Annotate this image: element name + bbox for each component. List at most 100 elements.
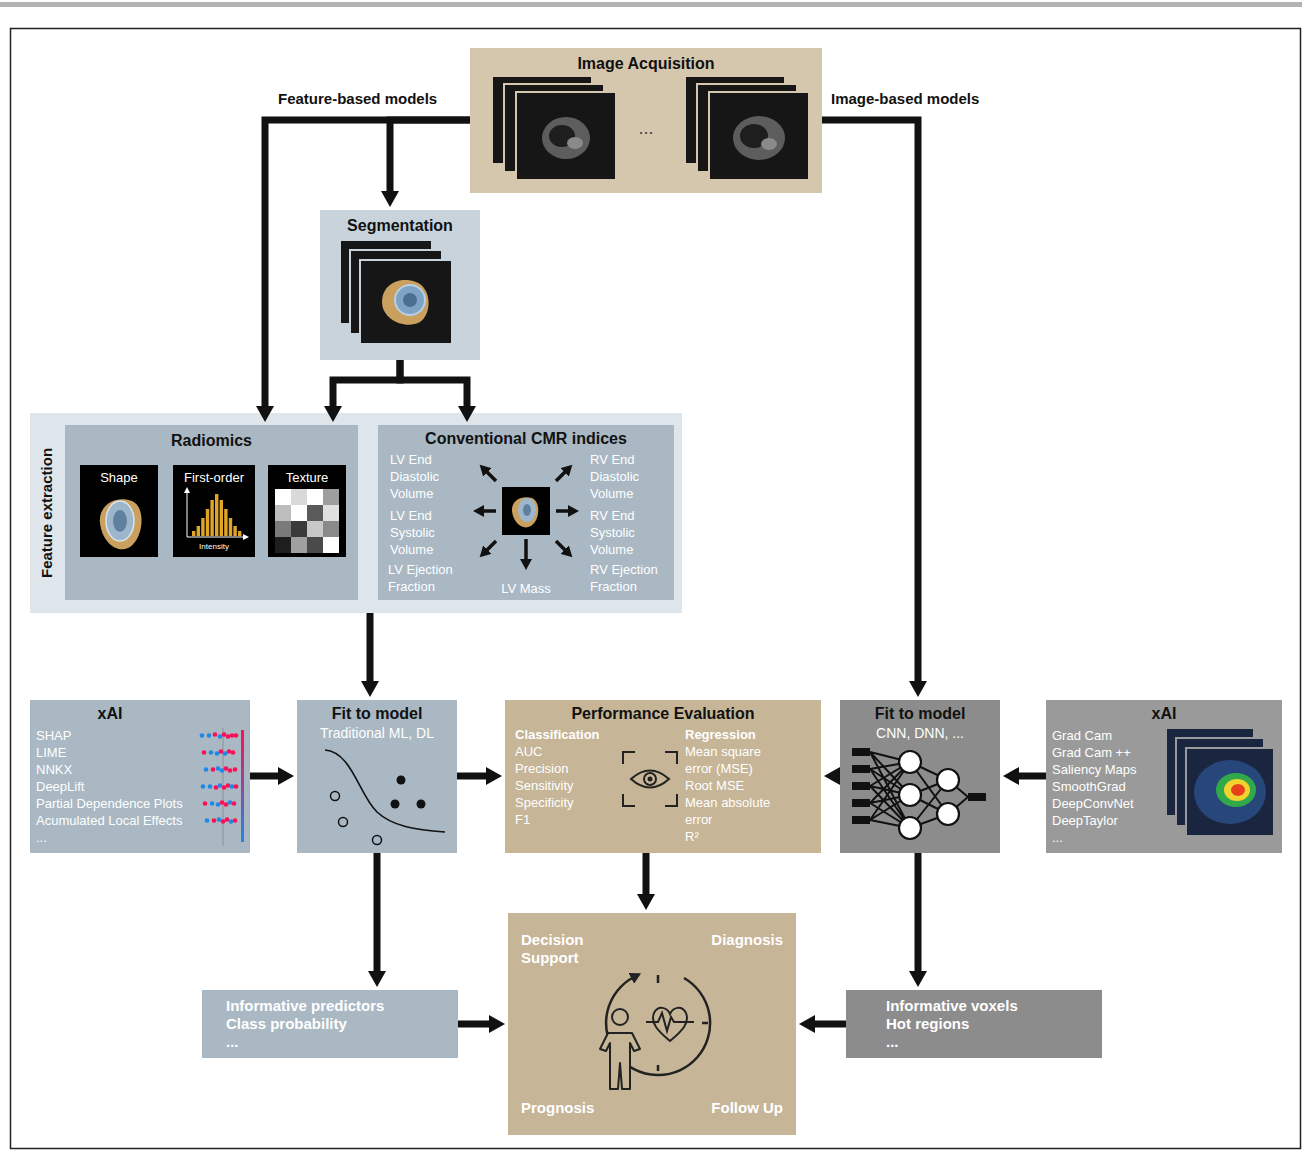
care-cycle-icon [600,1033,640,1089]
shap-beeswarm [216,766,221,771]
text-group: LV Ejection Fraction [388,561,472,595]
node-text: xAI [1046,704,1282,723]
node-text: Shape [80,469,158,486]
text-group: LV End Diastolic Volume [390,451,470,502]
histogram-icon [233,526,236,536]
histogram-icon [197,526,200,536]
shap-beeswarm [202,749,236,756]
node-text: Fit to model [840,704,1000,723]
shap-beeswarm [217,817,222,822]
cmr-heart-icon [482,509,496,513]
shap-beeswarm [203,800,237,807]
node-text: F1 [515,811,620,828]
arrow-connector [822,120,918,685]
edge-label: Image-based models [828,90,982,108]
shap-beeswarm [224,766,229,771]
text-group: Image Acquisition [470,54,822,73]
texture-icon [307,489,323,505]
feature-tile: Texture [268,465,346,557]
shap-beeswarm [225,817,230,822]
node-text: ... [1052,829,1164,846]
text-group: Fit to model [297,704,457,723]
node-text: Fit to model [297,704,457,723]
shap-beeswarm [211,767,216,772]
text-group: Grad CamGrad Cam ++Saliency MapsSmoothGr… [1052,727,1164,846]
node-text: SHAP [36,727,202,744]
text-group: Follow Up [663,1099,783,1117]
node-text: Sensitivity [515,777,620,794]
node-text: First-order [173,469,255,486]
node-text: RV End Systolic Volume [590,507,672,558]
node-text: Informative predictors [226,997,451,1015]
node-text: xAI [30,704,190,723]
shap-beeswarm [218,783,223,788]
arrow-connector [643,853,650,898]
node-text: LV Ejection Fraction [388,561,472,595]
texture-icon [275,537,291,553]
shap-beeswarm [223,751,228,756]
cmr-heart-icon [556,471,566,481]
node-text: ... [626,118,666,138]
shap-beeswarm [226,783,231,788]
model-box: Fit to modelTraditional ML, DL [297,700,457,853]
shap-beeswarm [209,750,214,755]
text-group: RV Ejection Fraction [590,561,674,595]
text-group: Informative voxelsHot regions... [886,997,1096,1051]
text-group: SHAPLIMENNKXDeepLiftPartial Dependence P… [36,727,202,846]
node-text: Traditional ML, DL [297,724,457,742]
feature-tile: First-orderIntensity [173,465,255,557]
node-text: CNN, DNN, ... [840,724,1000,742]
saliency-heatmap [1194,760,1266,824]
shap-beeswarm [205,817,238,824]
node-text: LV End Systolic Volume [390,507,470,558]
shap-beeswarm [203,801,208,806]
shap-beeswarm [204,767,209,772]
cmr-heart-icon [523,504,531,516]
arrow-connector [367,613,374,685]
arrow-connector [458,1021,493,1028]
text-group: Decision Support [521,931,631,967]
care-cycle-icon [657,975,660,983]
node-text: DeepTaylor [1052,812,1164,829]
shap-beeswarm [232,801,237,806]
text-group: Fit to model [840,704,1000,723]
text-group: RV End Systolic Volume [590,507,672,558]
node-text: Acumulated Local Effects [36,812,202,829]
texture-icon [323,537,339,553]
shap-beeswarm [230,784,235,789]
segmentation-stack [382,280,429,325]
shap-beeswarm [218,734,223,739]
cmr-heart-icon [482,471,570,561]
texture-icon [307,537,323,553]
care-cycle-icon [653,1008,687,1041]
eye-icon [623,794,635,806]
process-box: Segmentation [320,210,480,360]
shap-beeswarm [201,783,239,790]
figure-frame [0,2,1302,7]
cmr-heart-icon [512,497,538,527]
model-box: Fit to modelCNN, DNN, ... [840,700,1000,853]
segmentation-stack [395,285,425,315]
neural-net-icon [870,752,968,828]
node-text: SmoothGrad [1052,778,1164,795]
texture-icon [307,505,323,521]
shap-beeswarm [229,819,234,824]
arrow-connector [374,853,381,975]
node-text: NNKX [36,761,202,778]
feature-box: Shape First-orderIntensity [65,425,358,600]
mri-stack [733,116,785,160]
node-text: Class probability [226,1015,451,1033]
text-group: Shape [80,469,158,486]
shap-beeswarm [216,802,221,807]
shap-beeswarm [212,818,217,823]
arrow-connector [265,120,470,410]
eye-icon [665,794,677,806]
node-text: Prognosis [521,1099,641,1117]
text-group: First-order [173,469,255,486]
mri-stack [567,137,583,149]
node-text: LV Mass [488,580,564,597]
text-group: RV End Diastolic Volume [590,451,672,502]
text-group: xAI [1046,704,1282,723]
neural-net-icon [852,748,870,756]
care-cycle-icon [702,1022,708,1025]
